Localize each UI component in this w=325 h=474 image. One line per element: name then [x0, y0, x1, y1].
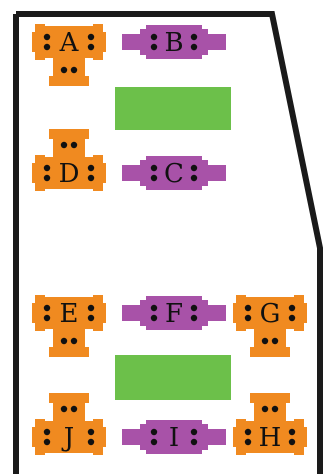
nodes-layer: A B D C E F G J I H: [32, 24, 307, 455]
node-label-f: F: [165, 299, 183, 329]
node-label-c: C: [164, 159, 184, 189]
junction-node-j: J: [32, 393, 106, 455]
connector-node-i: I: [122, 420, 226, 454]
node-label-b: B: [164, 28, 183, 58]
node-label-d: D: [59, 159, 80, 189]
node-label-i: I: [169, 423, 179, 453]
node-label-h: H: [259, 423, 282, 453]
connector-node-c: C: [122, 156, 226, 190]
junction-node-d: D: [32, 129, 106, 191]
node-label-g: G: [260, 299, 281, 329]
node-label-e: E: [60, 299, 79, 329]
junction-node-g: G: [233, 295, 307, 357]
junction-node-h: H: [233, 393, 307, 455]
node-label-a: A: [59, 28, 80, 58]
connector-node-b: B: [122, 25, 226, 59]
green-table-2: [115, 355, 231, 400]
green-table-1: [115, 87, 231, 130]
connector-node-f: F: [122, 296, 226, 330]
junction-node-a: A: [32, 24, 106, 86]
junction-node-e: E: [32, 295, 106, 357]
node-label-j: J: [61, 423, 74, 453]
room-outline: [13, 11, 323, 474]
